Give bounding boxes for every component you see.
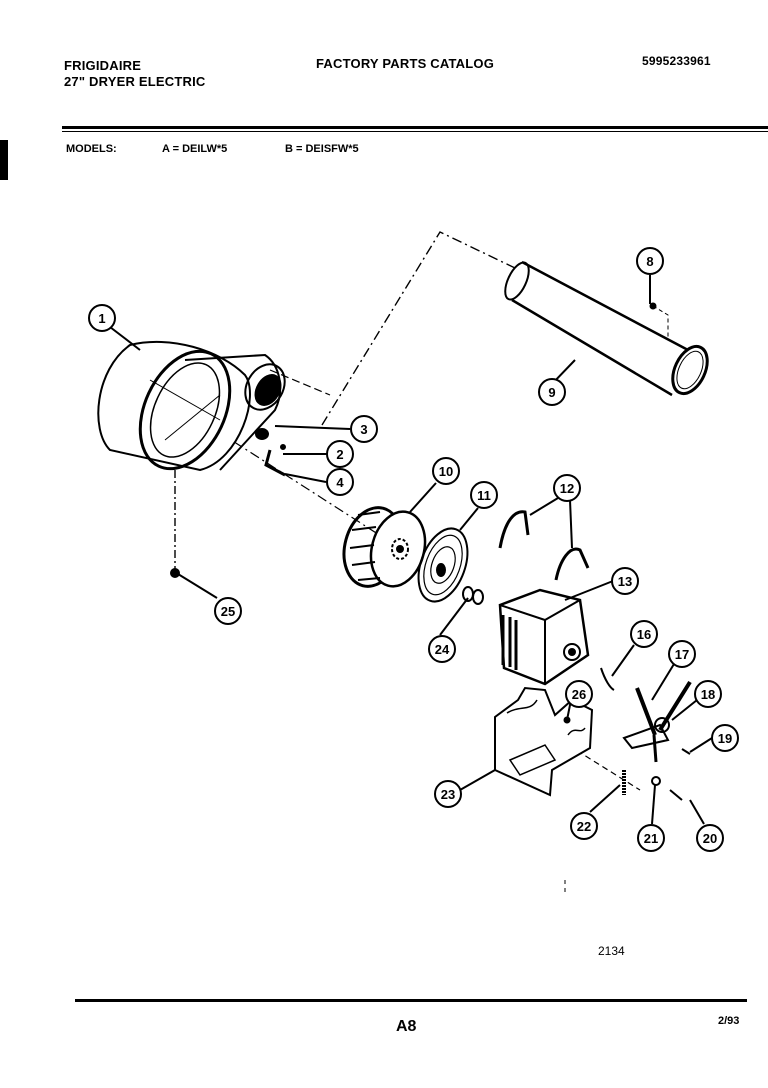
callout-1: 1 (88, 304, 116, 332)
callout-19: 19 (711, 724, 739, 752)
callout-10: 10 (432, 457, 460, 485)
callout-24: 24 (428, 635, 456, 663)
callout-9: 9 (538, 378, 566, 406)
scan-edge-mark (0, 140, 8, 180)
blower-wheel (342, 506, 427, 588)
callout-26: 26 (565, 680, 593, 708)
drive-motor (498, 588, 590, 686)
blower-seal (417, 527, 469, 603)
callout-4: 4 (326, 468, 354, 496)
drum-tube (504, 260, 709, 397)
model-a: A = DEILW*5 (162, 143, 228, 155)
callout-8: 8 (636, 247, 664, 275)
header-divider-thin (62, 131, 768, 132)
blower-housing (97, 340, 286, 472)
callout-23: 23 (434, 780, 462, 808)
callout-22: 22 (570, 812, 598, 840)
footer-divider (75, 999, 747, 1002)
brand-name: FRIGIDAIRE (64, 58, 142, 73)
header-divider (62, 126, 768, 129)
model-b: B = DEISFW*5 (285, 143, 359, 155)
callout-2: 2 (326, 440, 354, 468)
figure-number: 2134 (598, 944, 625, 958)
models-label: MODELS: (66, 143, 117, 155)
callout-12: 12 (553, 474, 581, 502)
callout-20: 20 (696, 824, 724, 852)
brand-block: FRIGIDAIRE 27" DRYER ELECTRIC (64, 58, 205, 90)
product-name: 27" DRYER ELECTRIC (64, 74, 206, 89)
catalog-title: FACTORY PARTS CATALOG (316, 56, 495, 71)
callout-16: 16 (630, 620, 658, 648)
callout-3: 3 (350, 415, 378, 443)
callout-11: 11 (470, 481, 498, 509)
callout-25: 25 (214, 597, 242, 625)
catalog-number: 5995233961 (642, 54, 711, 68)
callout-18: 18 (694, 680, 722, 708)
revision-date: 2/93 (718, 1015, 740, 1027)
callout-21: 21 (637, 824, 665, 852)
page-number: A8 (396, 1018, 417, 1035)
callout-17: 17 (668, 640, 696, 668)
callout-13: 13 (611, 567, 639, 595)
